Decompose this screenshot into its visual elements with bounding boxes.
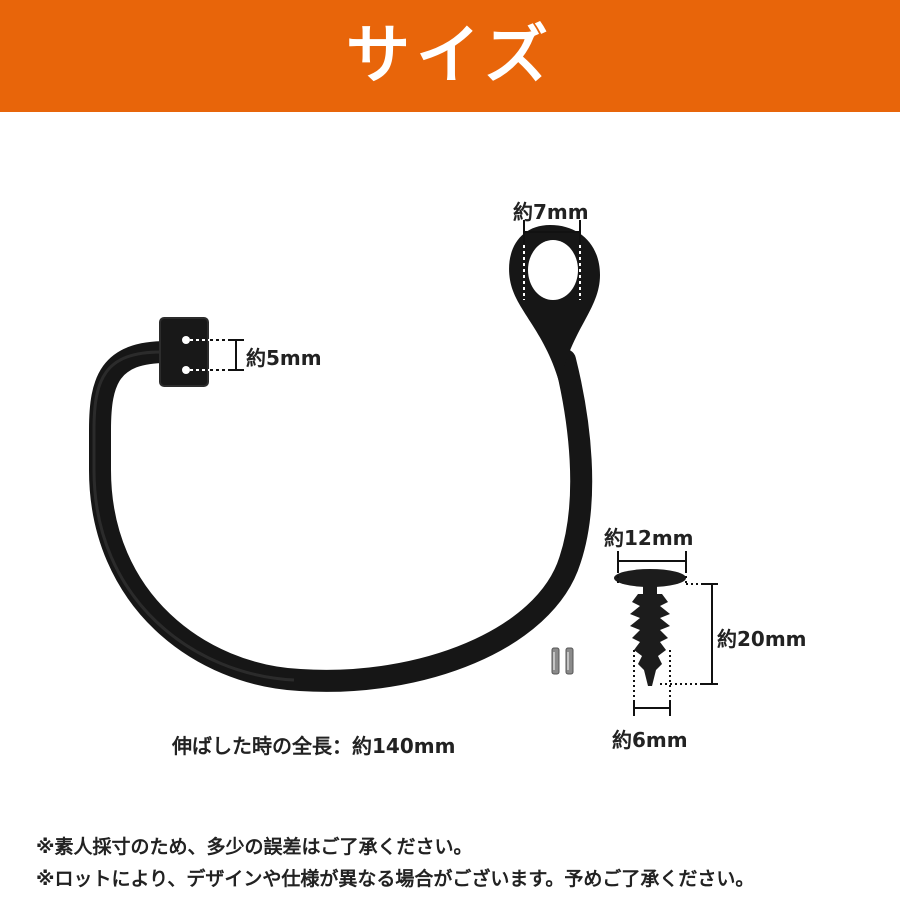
connector-gap-label: 約5mm — [246, 346, 322, 370]
clip-length-dimension — [660, 583, 718, 685]
clip-head-label: 約12mm — [604, 526, 694, 550]
note-measurement: ※素人採寸のため、多少の誤差はご了承ください。 — [36, 836, 473, 858]
clip-shaft-dimension — [633, 650, 671, 716]
product-illustration — [89, 220, 718, 716]
total-length-label: 伸ばした時の全長：約140mm — [172, 734, 456, 758]
clip-head-dimension — [617, 551, 687, 584]
rubber-strap-icon — [89, 225, 600, 692]
loop-hole-label: 約7mm — [513, 200, 589, 224]
push-rivet-clip-icon — [614, 569, 686, 686]
connector-gap-dimension — [190, 339, 244, 371]
page-title: サイズ — [345, 19, 555, 93]
loop-hole-dimension — [523, 220, 581, 300]
clip-length-label: 約20mm — [717, 627, 807, 651]
clip-shaft-label: 約6mm — [612, 728, 688, 752]
header-banner — [0, 0, 900, 112]
note-lot-variation: ※ロットにより、デザインや仕様が異なる場合がございます。予めご了承ください。 — [36, 868, 755, 890]
metal-pins-icon — [551, 647, 574, 675]
